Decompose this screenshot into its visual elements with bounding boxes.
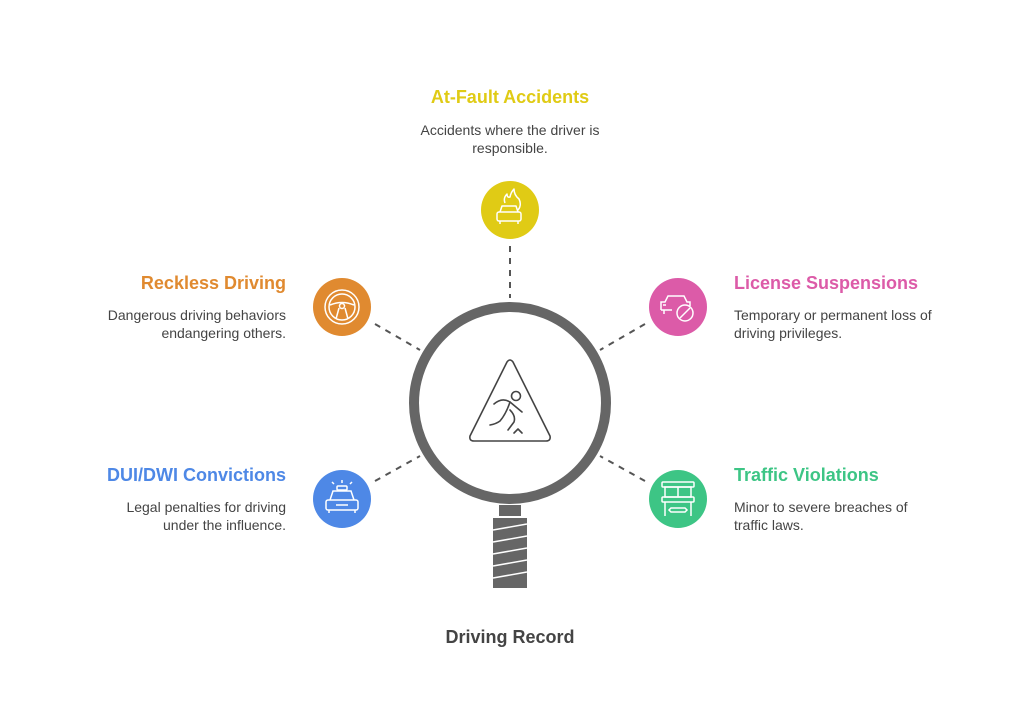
toll-booth-icon (661, 481, 695, 516)
steering-wheel-icon (324, 289, 360, 325)
connector-line (599, 323, 646, 351)
magnifying-glass-icon (409, 302, 611, 588)
title-traffic-violations: Traffic Violations (734, 465, 879, 485)
title-dui-dwi-convictions: DUI/DWI Convictions (107, 465, 286, 485)
connector-line (374, 323, 421, 351)
icon-at-fault-accidents (481, 181, 539, 239)
desc-at-fault-accidents: Accidents where the driver is responsibl… (420, 122, 600, 156)
police-car-icon (325, 480, 359, 513)
car-prohibited-icon (660, 295, 694, 322)
icon-dui-dwi-convictions (313, 470, 371, 528)
car-fire-icon (496, 188, 522, 224)
connectors (374, 246, 646, 482)
title-at-fault-accidents: At-Fault Accidents (430, 87, 590, 107)
icon-traffic-violations (649, 470, 707, 528)
title-license-suspensions: License Suspensions (734, 273, 919, 293)
center-title: Driving Record (445, 627, 575, 647)
desc-license-suspensions: Temporary or permanent loss of driving p… (734, 307, 932, 341)
icon-reckless-driving (313, 278, 371, 336)
icon-license-suspensions (649, 278, 707, 336)
desc-traffic-violations: Minor to severe breaches of traffic laws… (734, 499, 908, 533)
connector-line (374, 455, 421, 482)
desc-reckless-driving: Dangerous driving behaviors endangering … (107, 307, 286, 341)
desc-dui-dwi-convictions: Legal penalties for driving under the in… (126, 499, 286, 533)
title-reckless-driving: Reckless Driving (140, 273, 286, 293)
warning-slip-icon (469, 359, 551, 442)
connector-line (599, 455, 646, 482)
